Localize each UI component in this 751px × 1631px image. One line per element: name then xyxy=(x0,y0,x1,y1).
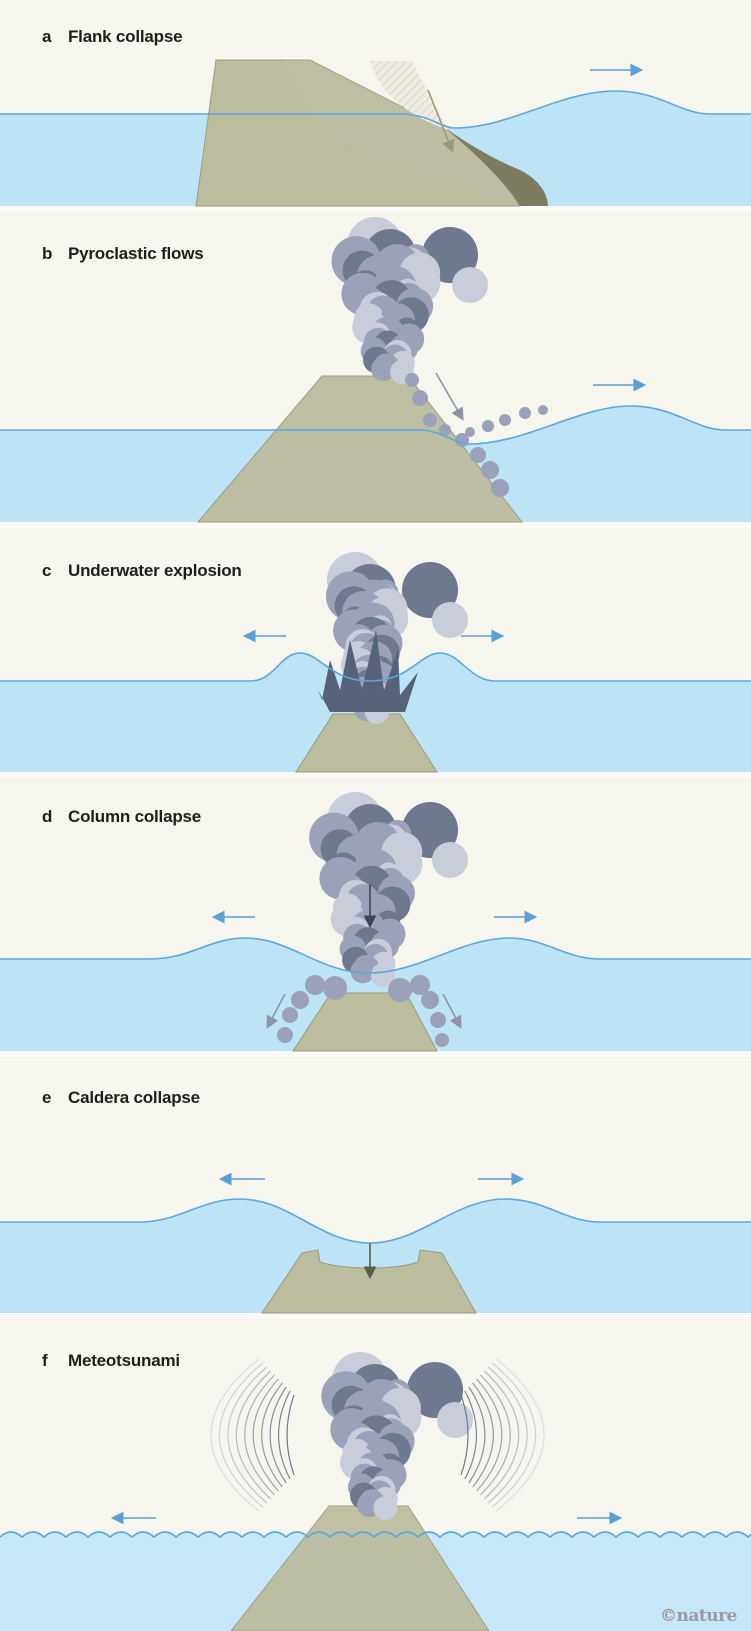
cloud-puff xyxy=(410,975,430,995)
panel-f-label: f Meteotsunami xyxy=(42,1351,180,1371)
panel-title: Meteotsunami xyxy=(68,1351,180,1370)
nature-credit: ©nature xyxy=(660,1606,737,1626)
cloud-puff xyxy=(538,405,548,415)
pressure-wave-arc xyxy=(487,1366,528,1504)
pressure-wave-arc xyxy=(480,1374,511,1496)
pressure-wave-arc xyxy=(495,1358,545,1512)
panel-letter: a xyxy=(42,27,52,46)
cloud-puff xyxy=(371,356,396,382)
waterline xyxy=(0,90,751,129)
panel-d-column-collapse xyxy=(0,792,751,1052)
panel-c-label: c Underwater explosion xyxy=(42,561,242,581)
panel-letter: f xyxy=(42,1351,48,1370)
cloud-puff xyxy=(412,390,428,406)
cloud-puff xyxy=(481,461,499,479)
pressure-wave-arc xyxy=(491,1362,537,1508)
waterline xyxy=(0,405,751,445)
panel-a-label: a Flank collapse xyxy=(42,27,183,47)
panel-separators xyxy=(0,206,751,1319)
waterline xyxy=(0,937,751,974)
cloud-puff xyxy=(388,978,412,1002)
cloud-puff xyxy=(439,424,451,436)
collapsing-column-cloud xyxy=(277,792,468,1047)
panel-b-pyroclastic-flows xyxy=(0,217,751,523)
pressure-wave-arc xyxy=(261,1382,283,1488)
plume-cloud xyxy=(321,1352,473,1520)
cloud-puff xyxy=(405,373,419,387)
panel-title: Column collapse xyxy=(68,807,202,826)
flow-arrow xyxy=(266,993,286,1029)
flow-arrow xyxy=(442,993,462,1029)
water xyxy=(0,1199,751,1313)
cloud-puff xyxy=(435,1033,449,1047)
cloud-puff xyxy=(452,267,488,303)
cloud-puff xyxy=(482,420,494,432)
pressure-wave-arc xyxy=(218,1362,264,1508)
cloud-puff xyxy=(277,1027,293,1043)
pressure-wave-arc xyxy=(252,1378,279,1492)
pressure-wave-arcs-right xyxy=(460,1358,545,1512)
cloud-puff xyxy=(421,991,439,1009)
panel-c-underwater-explosion xyxy=(0,552,751,773)
plume-cloud xyxy=(331,217,548,497)
collapsed-flank-hatch xyxy=(370,61,448,130)
cloud-puff xyxy=(291,991,309,1009)
cloud-puff xyxy=(491,479,509,497)
panel-e-caldera-collapse xyxy=(0,1172,751,1314)
cloud-puff xyxy=(350,959,375,984)
pressure-wave-arc xyxy=(464,1390,478,1480)
pressure-wave-arc xyxy=(483,1370,520,1500)
cloud-puff xyxy=(430,1012,446,1028)
explosion-spikes xyxy=(318,630,418,712)
panel-a-flank-collapse xyxy=(0,59,751,207)
pressure-wave-arc xyxy=(210,1358,260,1512)
waterline xyxy=(0,652,751,682)
cloud-puff xyxy=(305,975,325,995)
panel-title: Caldera collapse xyxy=(68,1088,200,1107)
debris-flow xyxy=(448,130,548,206)
panel-letter: b xyxy=(42,244,53,263)
panel-title: Flank collapse xyxy=(68,27,183,46)
cloud-puff xyxy=(499,414,511,426)
waterline xyxy=(0,1531,751,1539)
pressure-wave-arc xyxy=(472,1382,494,1488)
panel-f-meteotsunami xyxy=(0,1352,751,1631)
panel-letter: d xyxy=(42,807,53,826)
panel-d-label: d Column collapse xyxy=(42,807,201,827)
pressure-wave-arc xyxy=(235,1370,272,1500)
panel-b-label: b Pyroclastic flows xyxy=(42,244,204,264)
cloud-puff xyxy=(323,976,347,1000)
pressure-wave-arc xyxy=(269,1386,287,1484)
cloud-puff xyxy=(437,1402,473,1438)
panel-letter: c xyxy=(42,561,52,580)
pressure-wave-arc xyxy=(286,1394,295,1476)
panel-e-label: e Caldera collapse xyxy=(42,1088,200,1108)
pressure-wave-arc xyxy=(460,1394,469,1476)
caldera-volcano xyxy=(261,1249,477,1314)
pressure-wave-arc xyxy=(244,1374,275,1496)
cloud-puff xyxy=(373,1496,398,1520)
panel-title: Pyroclastic flows xyxy=(68,244,204,263)
cloud-puff xyxy=(465,427,475,437)
cloud-puff xyxy=(470,447,486,463)
slide-arrow xyxy=(427,89,455,153)
panel-letter: e xyxy=(42,1088,52,1107)
panel-title: Underwater explosion xyxy=(68,561,242,580)
cloud-puff xyxy=(423,413,437,427)
pressure-wave-arc xyxy=(227,1366,268,1504)
cloud-puff xyxy=(519,407,531,419)
pressure-wave-arc xyxy=(468,1386,486,1484)
cloud-puff xyxy=(432,602,468,638)
cloud-puff xyxy=(432,842,468,878)
pressure-wave-arc xyxy=(476,1378,503,1492)
flow-arrow xyxy=(435,372,464,421)
cloud-puff xyxy=(370,963,395,987)
volcano xyxy=(292,992,438,1052)
pressure-wave-arc xyxy=(277,1390,291,1480)
pressure-wave-arcs-left xyxy=(210,1358,295,1512)
cloud-puff xyxy=(282,1007,298,1023)
